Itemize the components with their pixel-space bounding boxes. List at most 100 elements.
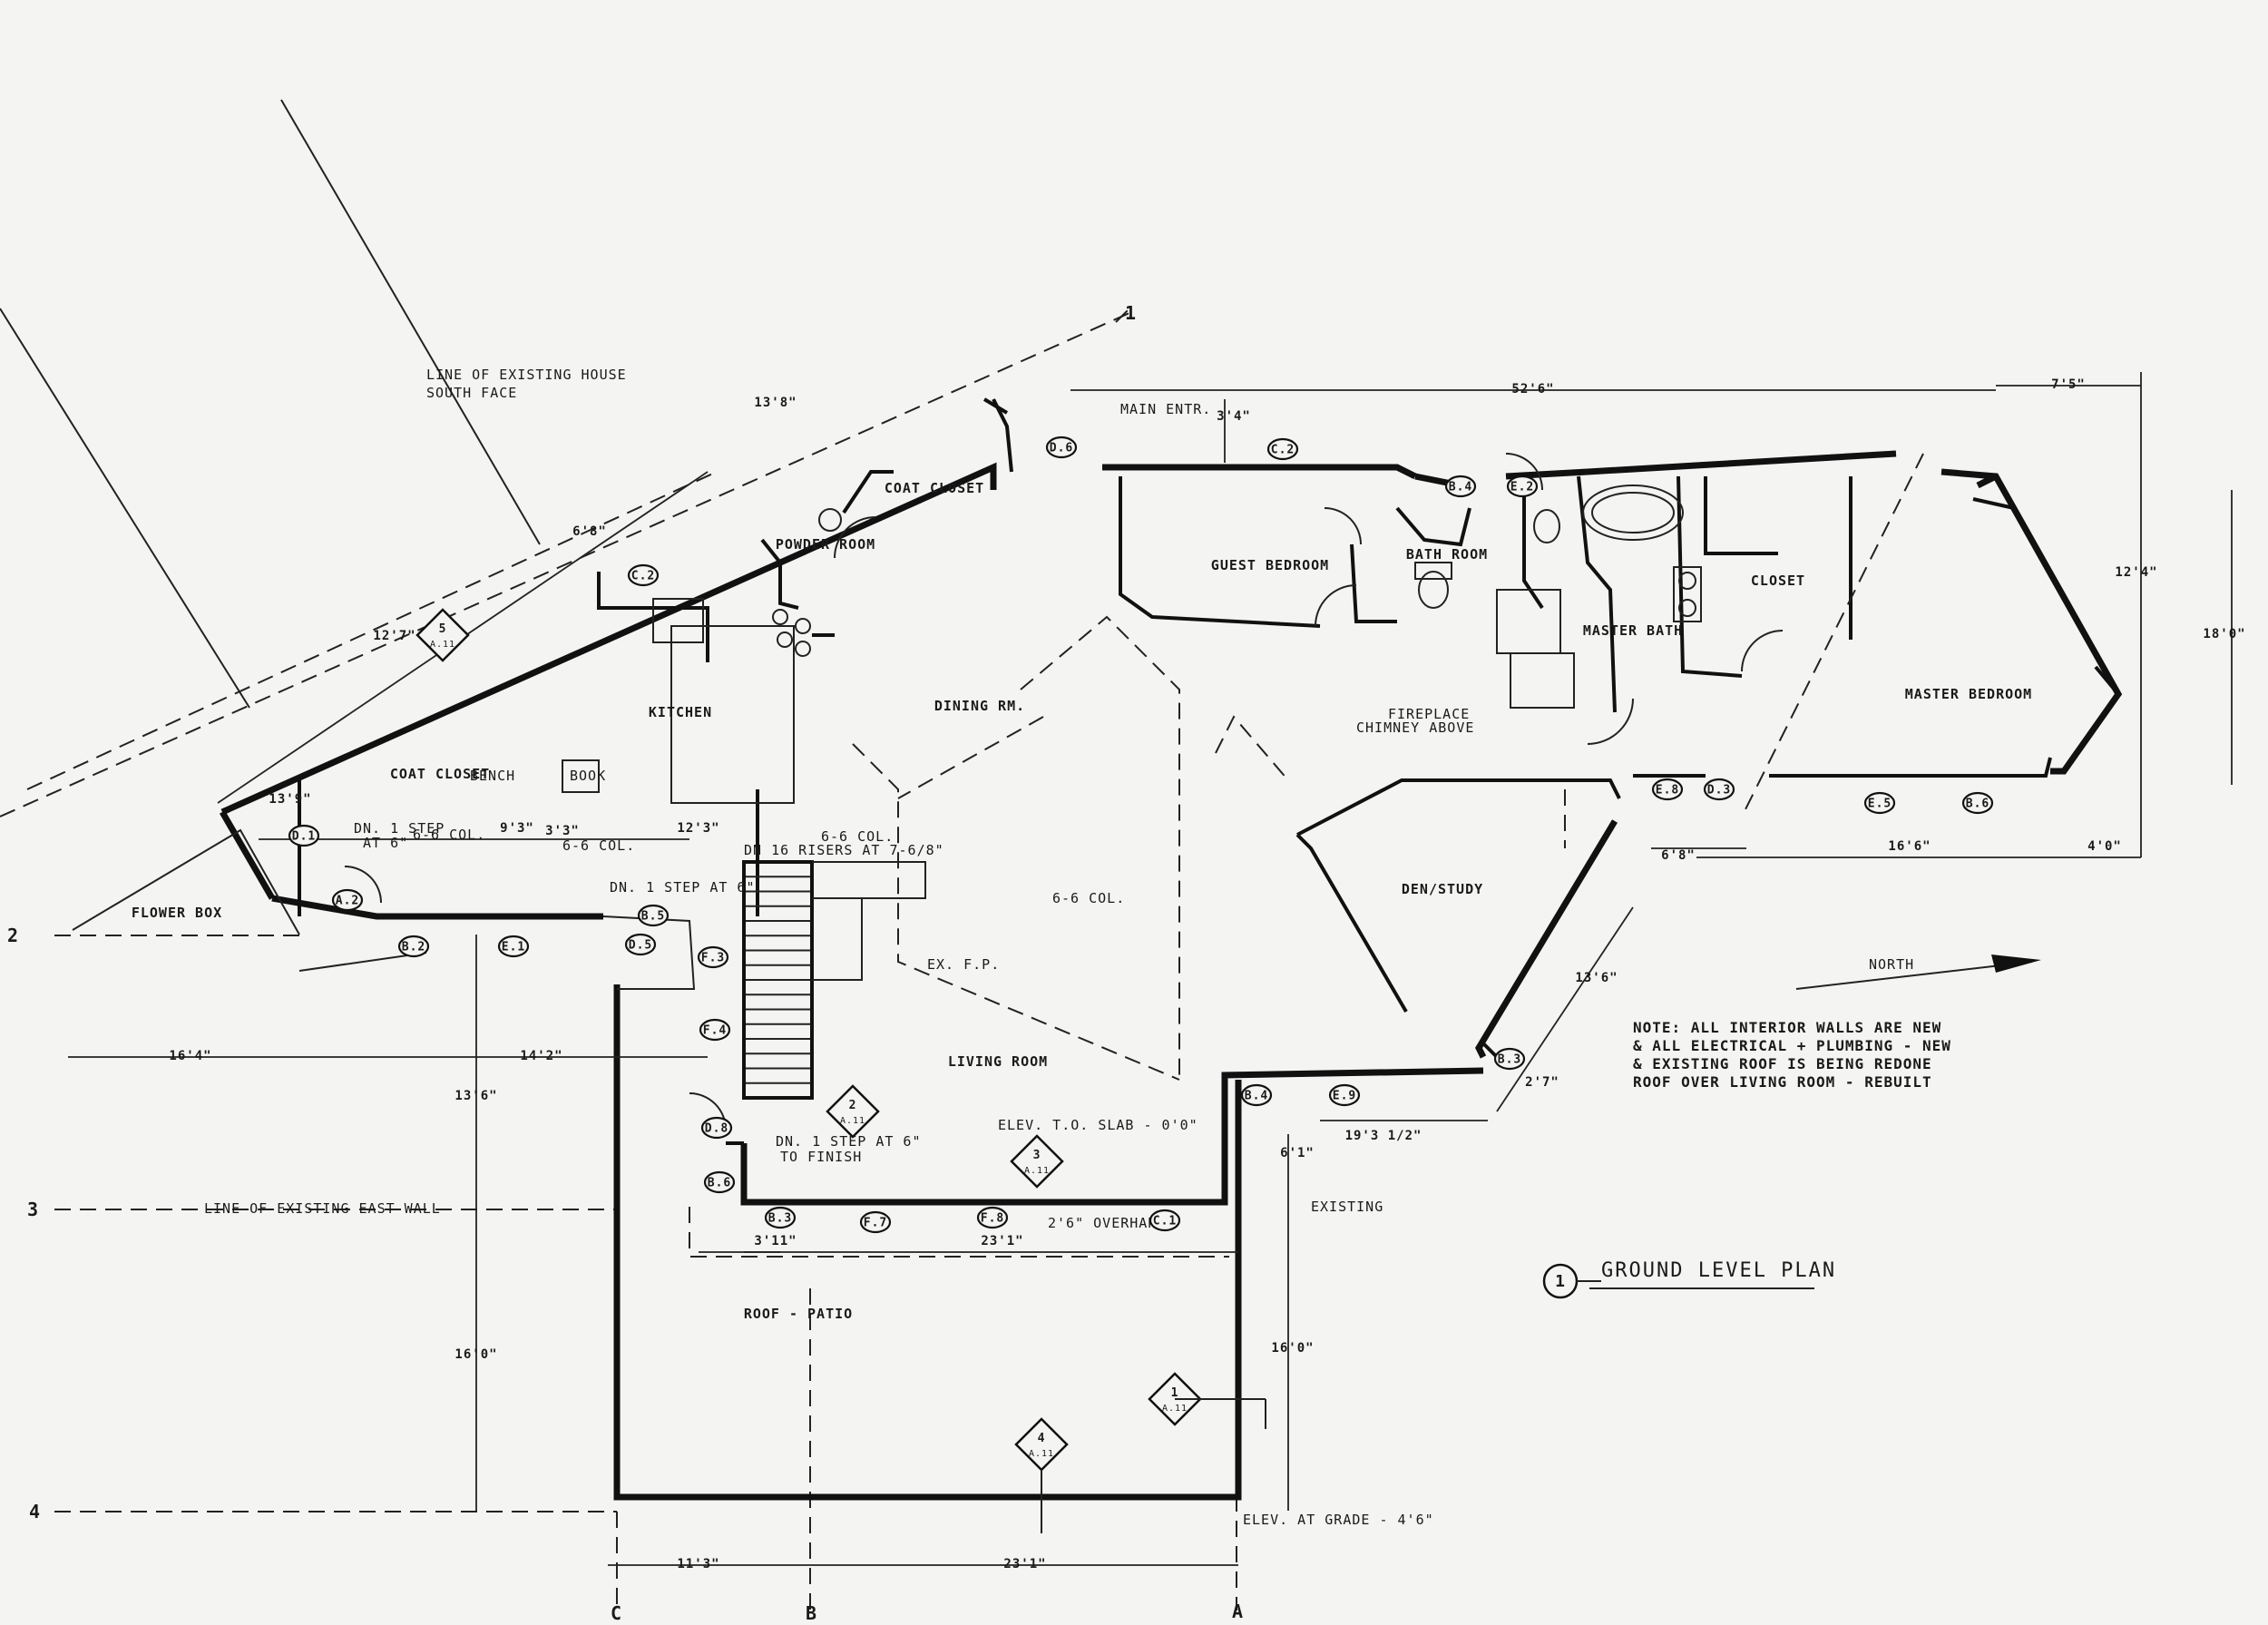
dim-16-0b: 16'0" xyxy=(1271,1341,1314,1356)
label-col-mid: 6-6 COL. xyxy=(562,837,635,854)
label-fireplace: FIREPLACE xyxy=(1388,706,1470,722)
element-tag-label: E.9 xyxy=(1333,1090,1356,1103)
label-ex-fp: EX. F.P. xyxy=(927,956,1000,973)
element-tag: E.9 xyxy=(1328,1083,1361,1107)
note-line-4: ROOF OVER LIVING ROOM - REBUILT xyxy=(1633,1073,1932,1091)
element-tag-label: C.1 xyxy=(1153,1215,1177,1229)
dim-11-3: 11'3" xyxy=(677,1557,719,1571)
dim-14-2: 14'2" xyxy=(520,1049,562,1063)
element-tag-label: F.8 xyxy=(981,1212,1004,1226)
room-kitchen: KITCHEN xyxy=(649,704,712,720)
door-swings xyxy=(344,453,1784,1131)
grid-marker-a: A xyxy=(1232,1601,1244,1622)
section-b-num: 3 xyxy=(1033,1149,1041,1162)
north-arrow: NORTH xyxy=(1795,954,2041,990)
dimension-text: 52'6" 7'5" 3'4" 12'4" 18'0" 16'6" 4'0" 6… xyxy=(169,377,2245,1571)
dim-23-1b: 23'1" xyxy=(1003,1557,1046,1571)
beam-lines xyxy=(689,453,1924,1258)
exterior-walls xyxy=(72,397,2123,1501)
dim-12-3: 12'3" xyxy=(677,821,719,836)
element-tag: B.4 xyxy=(1240,1083,1273,1107)
element-tag: E.5 xyxy=(1863,791,1896,815)
label-step-3: DN. 1 STEP xyxy=(354,820,445,837)
dim-13-8: 13'8" xyxy=(754,396,797,410)
note-line-3: & EXISTING ROOF IS BEING REDONE xyxy=(1633,1055,1932,1072)
dim-13-6: 13'6" xyxy=(1575,971,1618,985)
dim-18-0: 18'0" xyxy=(2203,627,2245,641)
label-elev-slab: ELEV. T.O. SLAB - 0'0" xyxy=(998,1117,1198,1133)
section-marker: 3 A.11 xyxy=(1010,1134,1064,1189)
element-tag-label: D.5 xyxy=(629,939,652,953)
element-tag-label: A.2 xyxy=(336,895,359,908)
dim-2-7: 2'7" xyxy=(1525,1075,1559,1090)
element-tag: D.1 xyxy=(288,824,320,847)
section-marker: 2 A.11 xyxy=(826,1084,880,1139)
north-label: NORTH xyxy=(1869,956,1914,973)
label-chimney: CHIMNEY ABOVE xyxy=(1356,720,1474,736)
section-c-sheet: A.11 xyxy=(1162,1404,1188,1414)
element-tag: D.8 xyxy=(700,1116,733,1140)
grid-lines xyxy=(54,308,1237,1610)
grid-marker-4: 4 xyxy=(29,1501,41,1522)
label-existing-house: LINE OF EXISTING HOUSE xyxy=(426,367,627,383)
dim-16-0a: 16'0" xyxy=(455,1347,497,1362)
room-coat-closet: COAT CLOSET xyxy=(885,480,984,496)
element-tag-label: F.3 xyxy=(701,952,725,965)
element-tag-label: B.2 xyxy=(402,941,425,954)
label-step-2: DN. 1 STEP AT 6" xyxy=(776,1133,922,1150)
label-south-face: SOUTH FACE xyxy=(426,385,517,401)
label-main-entry: MAIN ENTR. xyxy=(1120,401,1211,417)
room-dining: DINING RM. xyxy=(934,698,1025,714)
stair-treads xyxy=(746,876,810,1084)
label-bench: BENCH xyxy=(470,768,515,784)
label-book: BOOK xyxy=(570,768,606,784)
element-tag-label: F.7 xyxy=(864,1217,887,1230)
label-col-dining: 6-6 COL. xyxy=(1052,890,1125,906)
element-tag-label: C.2 xyxy=(1271,444,1295,457)
drawing-title: 1 GROUND LEVEL PLAN xyxy=(1542,1259,1836,1299)
drawing-title-text: GROUND LEVEL PLAN xyxy=(1601,1259,1836,1282)
dim-7-5: 7'5" xyxy=(2051,377,2086,392)
room-coat-closet-lower: COAT CLOSET xyxy=(390,766,490,782)
section-d-num: 4 xyxy=(1038,1432,1046,1445)
annotations: LINE OF EXISTING HOUSE SOUTH FACE LINE O… xyxy=(204,367,1474,1528)
element-tag: F.7 xyxy=(859,1210,892,1234)
dim-13-9: 13'9" xyxy=(269,792,311,807)
existing-house-lines xyxy=(0,99,1130,817)
dim-3-4: 3'4" xyxy=(1217,409,1251,424)
note-line-1: NOTE: ALL INTERIOR WALLS ARE NEW xyxy=(1633,1019,1941,1036)
element-tag: C.2 xyxy=(1266,437,1299,461)
room-bath: BATH ROOM xyxy=(1406,546,1488,563)
note-line-2: & ALL ELECTRICAL + PLUMBING - NEW xyxy=(1633,1037,1951,1054)
element-tag: E.8 xyxy=(1651,778,1684,801)
element-tag-label: D.8 xyxy=(705,1122,728,1136)
dim-13-6b: 13'6" xyxy=(455,1089,497,1103)
element-tag-label: B.4 xyxy=(1449,481,1472,494)
element-tag-label: B.5 xyxy=(641,910,665,924)
room-flower-box: FLOWER BOX xyxy=(132,905,222,921)
element-tag: B.2 xyxy=(397,935,430,958)
element-tag: E.1 xyxy=(497,935,530,958)
element-tag: C.2 xyxy=(627,563,660,587)
label-existing: EXISTING xyxy=(1311,1199,1383,1215)
dim-12-7: 12'7" xyxy=(373,629,415,643)
room-labels: COAT CLOSET POWDER ROOM KITCHEN DINING R… xyxy=(132,480,2031,1322)
section-marker: 4 A.11 xyxy=(1014,1417,1069,1472)
dim-16-4: 16'4" xyxy=(169,1049,211,1063)
room-living: LIVING ROOM xyxy=(948,1053,1048,1070)
element-tag-label: E.8 xyxy=(1656,784,1679,798)
label-existing-east-wall: LINE OF EXISTING EAST WALL xyxy=(204,1200,441,1217)
room-guest-bedroom: GUEST BEDROOM xyxy=(1211,557,1329,573)
label-col-left: 6-6 COL. xyxy=(413,827,485,843)
element-tag: B.5 xyxy=(637,904,670,927)
label-step-1: DN. 1 STEP AT 6" xyxy=(610,879,756,896)
section-d-sheet: A.11 xyxy=(1029,1449,1054,1459)
element-tag: F.4 xyxy=(699,1018,731,1042)
dim-23-1a: 23'1" xyxy=(981,1234,1023,1248)
element-tag: F.8 xyxy=(976,1206,1009,1229)
section-markers: 5 A.11 2 A.11 3 A.11 1 A.11 4 A.11 xyxy=(415,608,1266,1533)
dim-12-4: 12'4" xyxy=(2115,565,2157,580)
label-overhang: 2'6" OVERHANG xyxy=(1048,1215,1166,1231)
